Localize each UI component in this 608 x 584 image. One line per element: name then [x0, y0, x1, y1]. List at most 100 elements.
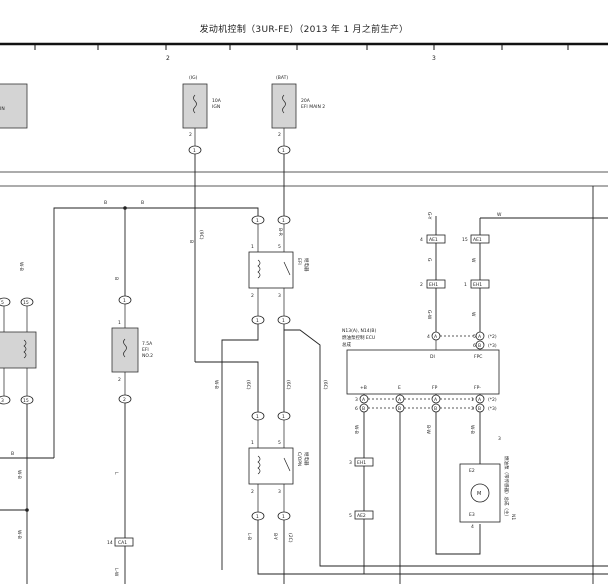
connector-num: 4	[420, 237, 423, 243]
column-number: 3	[432, 55, 436, 62]
wire-color: W	[470, 258, 476, 263]
wire-color: L-W	[113, 568, 119, 577]
ecu-pin-letter: B	[362, 406, 365, 412]
wire-color: W-B	[18, 262, 24, 271]
svg-text:A: A	[398, 397, 402, 403]
connector-num: 15	[462, 237, 468, 243]
svg-text:5: 5	[1, 300, 4, 306]
wire	[195, 361, 259, 412]
ecu-pin-note: (*3)	[488, 343, 497, 349]
ecu-pin-letter: A	[478, 334, 482, 340]
ecu-pin-letter: A	[478, 397, 482, 403]
relay-pin: 1	[251, 244, 254, 250]
wire	[221, 324, 259, 570]
column-number: 2	[166, 55, 170, 62]
relay-name2: 继电器	[303, 258, 310, 272]
fuse-symbol	[123, 338, 127, 358]
relay-cowl	[248, 447, 294, 485]
ecu-pin-note: (*2)	[488, 397, 497, 403]
fuse-rating: 20A	[301, 98, 311, 104]
wire	[284, 329, 608, 567]
wire-color: W-B	[16, 530, 22, 539]
relay-pin: 2	[251, 293, 254, 299]
connector-ae1	[426, 234, 446, 244]
pump-ref: N1	[510, 514, 516, 520]
fuse-name: IGN	[212, 104, 220, 110]
svg-text:B: B	[398, 406, 401, 412]
ecu-pin-num: 3	[471, 406, 474, 412]
fuse-symbol	[193, 94, 197, 114]
wire-color: W-B	[213, 380, 219, 389]
connector-code: EH1	[357, 460, 366, 466]
wire-color: B	[141, 200, 144, 206]
ecu-pin-letter: A	[362, 397, 366, 403]
svg-text:1: 1	[256, 318, 259, 324]
ecu-terminal: FP	[432, 385, 438, 391]
svg-text:B: B	[434, 406, 437, 412]
wire	[257, 520, 608, 575]
ecu-ref: N13(A), N14(B)	[342, 328, 376, 334]
wire-color: B-W	[425, 425, 431, 435]
pump-pin: 3	[498, 436, 501, 442]
pump-motor-icon	[470, 483, 490, 503]
connector-code: CA1	[118, 540, 127, 546]
fuse-term: 2	[189, 132, 192, 138]
ecu-name: 燃油泵控制 ECU	[342, 334, 375, 341]
connector-num: 3	[349, 460, 352, 466]
relay-name2: 继电器	[303, 452, 310, 466]
wire-color: B	[104, 200, 107, 206]
ecu-pin-num: 3	[355, 397, 358, 403]
ecu-pin-letter: B	[478, 343, 481, 349]
pump-pin: E3	[469, 512, 475, 518]
connector-code: AE1	[429, 237, 438, 243]
pump-pin: E2	[469, 468, 475, 474]
svg-text:A: A	[434, 397, 438, 403]
wire	[435, 412, 481, 555]
connector-pin-label: 1	[282, 148, 285, 154]
pump-name: 燃油泵（带传感器）总成（主）	[503, 456, 510, 519]
fuse-term: 2	[278, 132, 281, 138]
svg-text:1: 1	[256, 414, 259, 420]
svg-text:1: 1	[282, 218, 285, 224]
connector-code: EH1	[429, 282, 438, 288]
connector-num: 14	[107, 540, 113, 546]
ecu-box	[346, 349, 500, 395]
svg-text:1: 1	[256, 514, 259, 520]
wire-mid: (6C)	[285, 380, 291, 390]
svg-text:1: 1	[282, 318, 285, 324]
wire-color: W-B	[469, 425, 475, 434]
relay-switch	[283, 261, 291, 276]
svg-text:3: 3	[1, 398, 4, 404]
wire-mid: (6C)	[245, 380, 251, 390]
relay-coil	[23, 339, 27, 359]
wire-color: G-W	[426, 310, 432, 320]
left-component	[0, 83, 28, 129]
fuse-ign	[182, 83, 208, 129]
motor-letter: M	[477, 491, 481, 497]
svg-text:15: 15	[23, 398, 29, 404]
wire-color: W-B	[16, 470, 22, 479]
connector-eh1	[470, 279, 490, 289]
relay-coil	[257, 259, 261, 279]
fuse-term: 2	[118, 377, 121, 383]
connector-num: 5	[349, 513, 352, 519]
relay-pin: 2	[251, 489, 254, 495]
ecu-pin-num: 6	[473, 343, 476, 349]
frame-ticks	[34, 44, 569, 50]
page-title: 发动机控制（3UR-FE）（2013 年 1 月之前生产）	[199, 25, 409, 35]
wire-color: B	[11, 451, 14, 457]
fuse-name: EFI	[142, 347, 149, 353]
wire-color: W	[497, 212, 502, 218]
wire-color: B	[188, 240, 194, 243]
connector-pin-label: 1	[193, 148, 196, 154]
left-relay	[0, 331, 37, 369]
relay-coil	[257, 455, 261, 475]
ecu-terminal: FP-	[474, 385, 481, 391]
svg-text:1: 1	[123, 298, 126, 304]
fuse-name: EFI MAIN 2	[301, 104, 325, 110]
ecu-name2: 总成	[342, 341, 351, 348]
ecu-terminal: E	[398, 385, 401, 391]
connector-code: EH1	[473, 282, 482, 288]
ecu-pin-note: (*2)	[488, 334, 497, 340]
